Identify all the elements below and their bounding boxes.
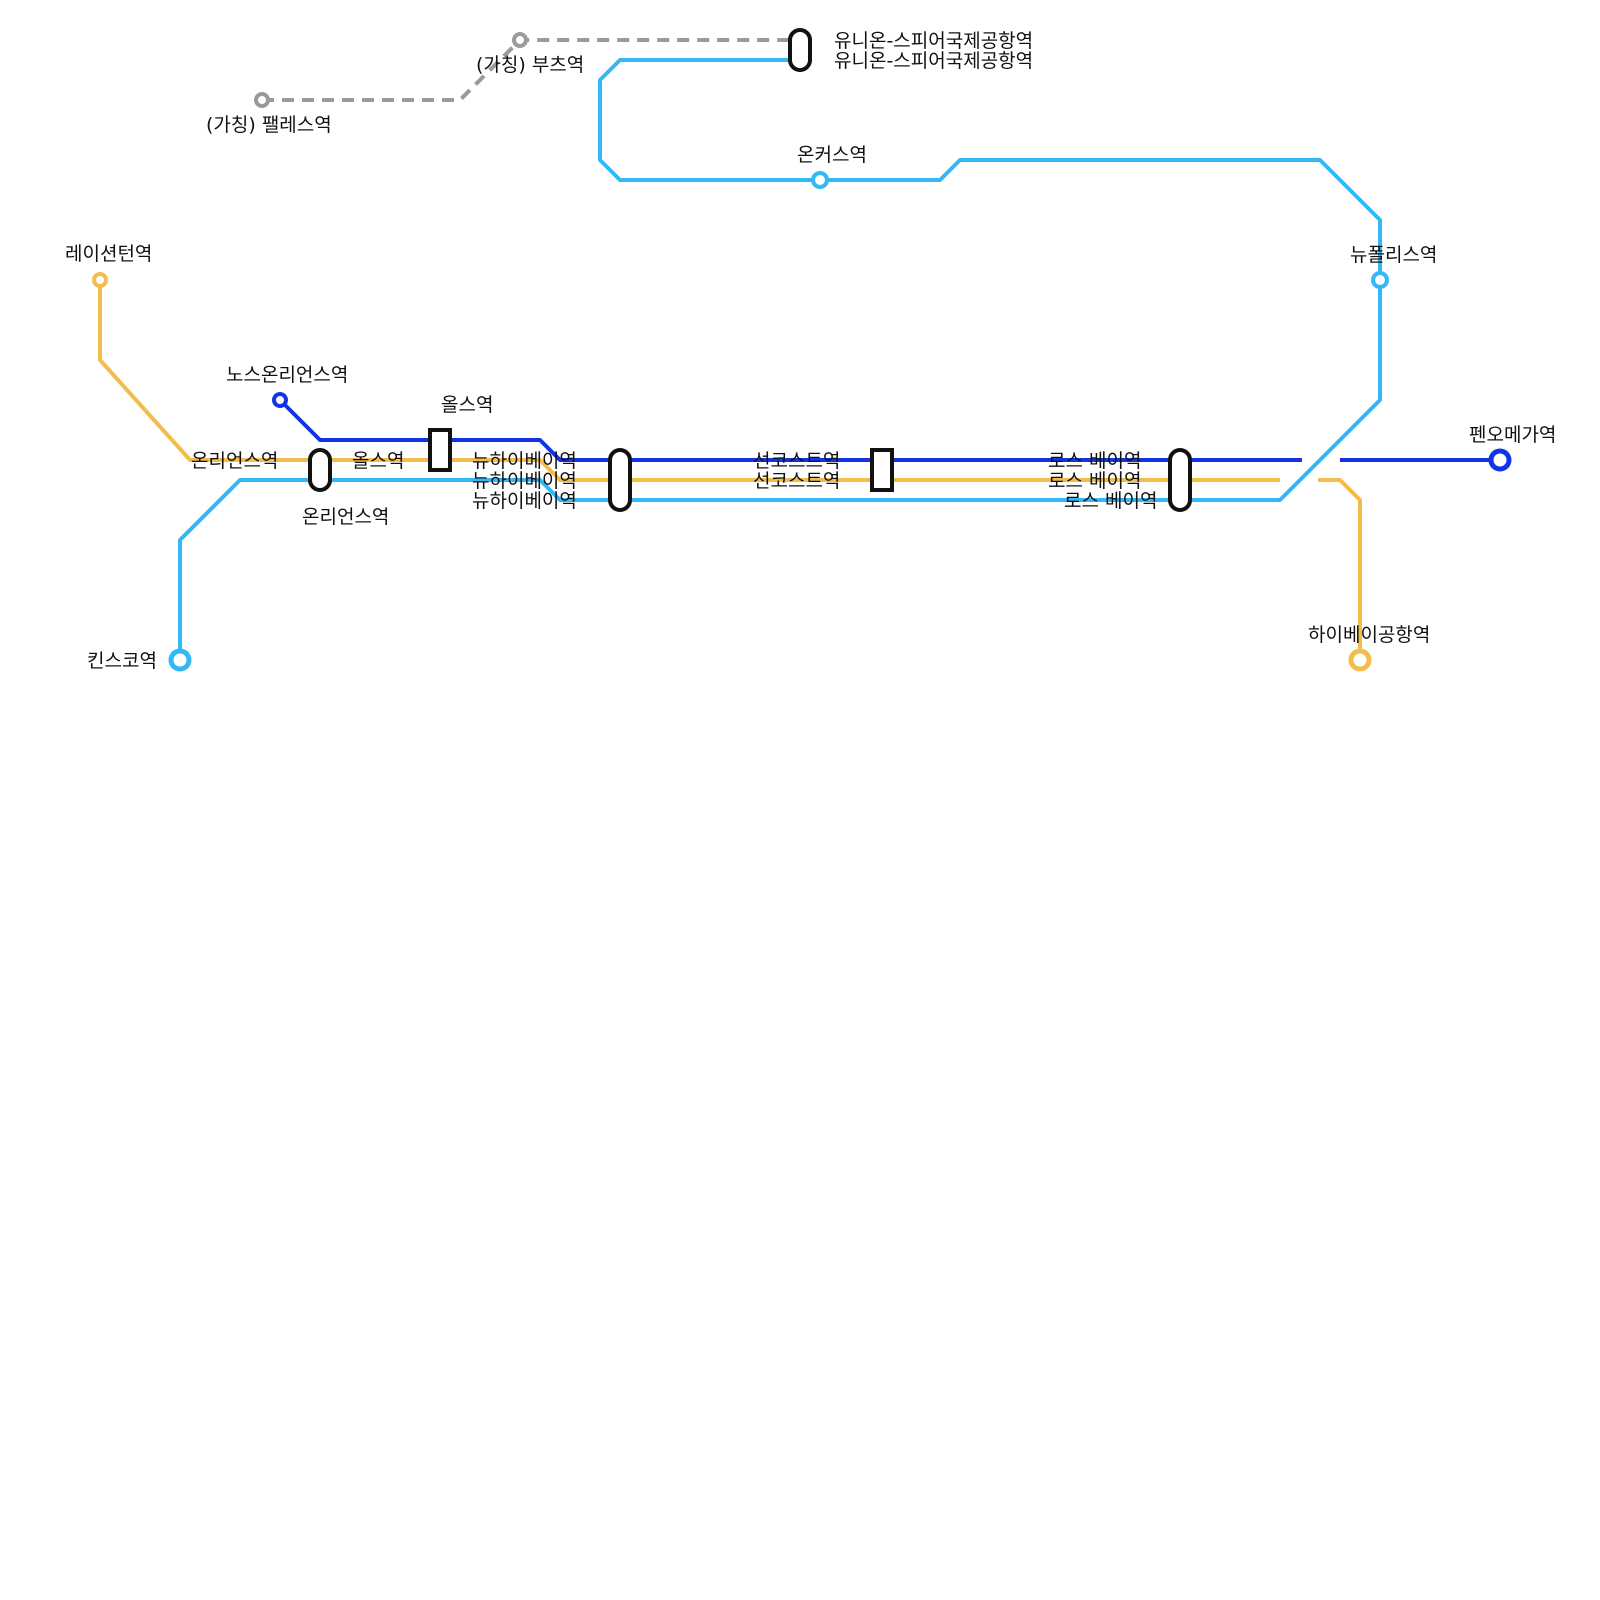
station-label-suncoast-1: 선코스트역	[753, 450, 840, 472]
station-label-suncoast-2: 선코스트역	[753, 470, 840, 492]
station-label-losbay-1: 로스 베이역	[1048, 450, 1141, 472]
cyan-line-north-loop	[178, 58, 1382, 660]
station-label-orion-top: 온리언스역	[191, 450, 278, 472]
station-label-newpolis: 뉴폴리스역	[1350, 244, 1437, 266]
station-label-onkers: 온커스역	[797, 144, 867, 166]
newpolis-station-marker[interactable]	[1371, 271, 1389, 289]
station-label-losbay-3: 로스 베이역	[1064, 490, 1157, 512]
station-label-newhibay-2: 뉴하이베이역	[472, 470, 577, 492]
alls-interchange-marker[interactable]	[428, 428, 452, 472]
yellow-line-east	[1318, 478, 1362, 660]
blue-line	[278, 398, 1500, 462]
onkers-station-marker[interactable]	[811, 171, 829, 189]
blue-line-west	[278, 398, 1302, 462]
orion-interchange-marker[interactable]	[308, 448, 332, 492]
hibay-airport-terminus-marker[interactable]	[1348, 648, 1372, 672]
planned-line	[262, 38, 790, 102]
yellow-line-west	[98, 280, 1280, 482]
buchu-station-marker[interactable]	[512, 32, 528, 48]
north-orion-station-marker[interactable]	[272, 392, 288, 408]
station-label-kinsko: 킨스코역	[87, 650, 157, 672]
station-label-newhibay-1: 뉴하이베이역	[472, 450, 577, 472]
yellow-line	[98, 280, 1362, 660]
station-label-hibay-airport: 하이베이공항역	[1308, 624, 1430, 646]
station-label-orion-bottom: 온리언스역	[302, 506, 389, 528]
kinsko-terminus-marker[interactable]	[168, 648, 192, 672]
cyan-line	[178, 58, 1382, 660]
station-label-alls-top: 올스역	[441, 394, 493, 416]
suncoast-interchange-marker[interactable]	[870, 448, 894, 492]
palace-station-marker[interactable]	[254, 92, 270, 108]
station-label-union-spear-2: 유니온-스피어국제공항역	[834, 50, 1033, 72]
station-label-palace: (가칭) 팰레스역	[206, 114, 332, 136]
station-label-newhibay-3: 뉴하이베이역	[472, 490, 577, 512]
station-label-union-spear-1: 유니온-스피어국제공항역	[834, 30, 1033, 52]
station-label-alls-mid: 올스역	[352, 450, 404, 472]
station-label-losbay-2: 로스 베이역	[1048, 470, 1141, 492]
station-label-north-orion: 노스온리언스역	[226, 364, 348, 386]
station-label-penomega: 펜오메가역	[1469, 424, 1556, 446]
penomega-terminus-marker[interactable]	[1488, 448, 1512, 472]
losbay-interchange-marker[interactable]	[1168, 448, 1192, 512]
layshunton-station-marker[interactable]	[92, 272, 108, 288]
union-spear-interchange-marker[interactable]	[788, 28, 812, 72]
planned-line-path	[262, 38, 790, 102]
station-label-buchu: (가칭) 부츠역	[476, 54, 584, 76]
newhibay-interchange-marker[interactable]	[608, 448, 632, 512]
station-label-layshunton: 레이션턴역	[65, 243, 152, 265]
